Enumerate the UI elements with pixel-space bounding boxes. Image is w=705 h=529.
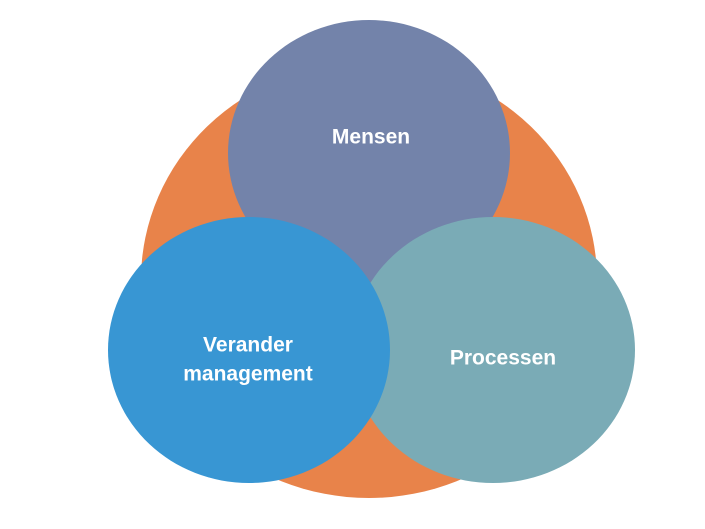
circle-verander-management: Verander management [108, 217, 390, 483]
label-processen: Processen [450, 347, 556, 370]
ellipse-verander-management [108, 217, 390, 483]
ellipse-mensen [228, 20, 510, 286]
label-management: management [183, 363, 313, 386]
circle-mensen: Mensen [228, 20, 510, 286]
label-verander: Verander [203, 334, 293, 357]
circle-processen: Processen [351, 217, 635, 483]
label-mensen: Mensen [332, 126, 410, 149]
ellipse-processen [351, 217, 635, 483]
